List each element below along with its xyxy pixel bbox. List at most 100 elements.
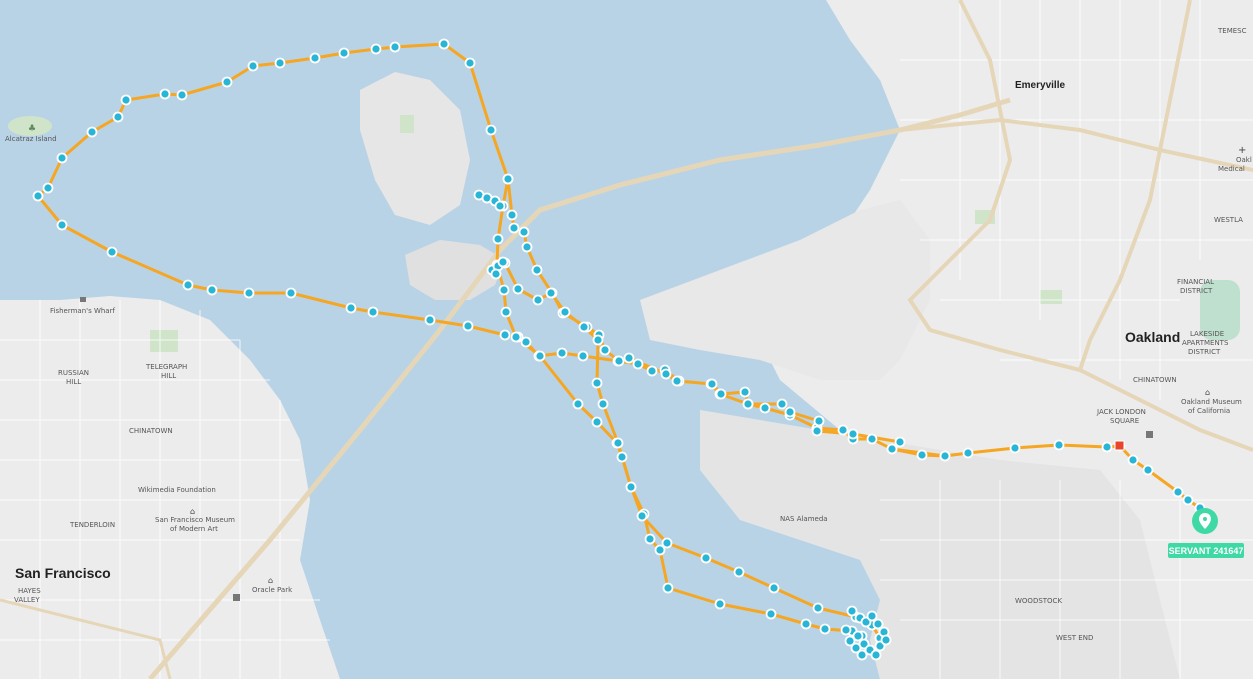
- track-point[interactable]: [534, 350, 546, 362]
- track-point[interactable]: [812, 602, 824, 614]
- track-point[interactable]: [759, 402, 771, 414]
- track-point[interactable]: [532, 294, 544, 306]
- track-point[interactable]: [613, 355, 625, 367]
- track-point[interactable]: [819, 623, 831, 635]
- track-point[interactable]: [309, 52, 321, 64]
- track-point[interactable]: [485, 124, 497, 136]
- track-point[interactable]: [1127, 454, 1139, 466]
- track-point[interactable]: [715, 388, 727, 400]
- track-point[interactable]: [768, 582, 780, 594]
- track-point[interactable]: [784, 406, 796, 418]
- track-point[interactable]: [714, 598, 726, 610]
- track-point[interactable]: [56, 152, 68, 164]
- track-point[interactable]: [739, 386, 751, 398]
- track-point[interactable]: [837, 424, 849, 436]
- track-point[interactable]: [646, 365, 658, 377]
- track-point[interactable]: [56, 219, 68, 231]
- track-point[interactable]: [182, 279, 194, 291]
- track-point[interactable]: [1053, 439, 1065, 451]
- track-point[interactable]: [247, 60, 259, 72]
- track-point[interactable]: [506, 209, 518, 221]
- track-point[interactable]: [597, 398, 609, 410]
- track-point[interactable]: [870, 649, 882, 661]
- track-point[interactable]: [274, 57, 286, 69]
- track-point[interactable]: [578, 321, 590, 333]
- track-point[interactable]: [850, 642, 862, 654]
- track-point[interactable]: [632, 358, 644, 370]
- track-point[interactable]: [370, 43, 382, 55]
- track-point[interactable]: [518, 226, 530, 238]
- track-point[interactable]: [866, 610, 878, 622]
- track-point[interactable]: [464, 57, 476, 69]
- track-point[interactable]: [285, 287, 297, 299]
- vessel-badge[interactable]: SERVANT 241647: [1168, 543, 1244, 558]
- track-point[interactable]: [894, 436, 906, 448]
- track-point[interactable]: [660, 368, 672, 380]
- track-point[interactable]: [176, 89, 188, 101]
- track-point[interactable]: [1009, 442, 1021, 454]
- track-point[interactable]: [572, 398, 584, 410]
- track-point[interactable]: [494, 200, 506, 212]
- track-point[interactable]: [644, 533, 656, 545]
- track-point[interactable]: [856, 649, 868, 661]
- track-point[interactable]: [424, 314, 436, 326]
- track-point[interactable]: [813, 415, 825, 427]
- track-point[interactable]: [112, 111, 124, 123]
- track-point[interactable]: [577, 350, 589, 362]
- track-point[interactable]: [32, 190, 44, 202]
- track-point[interactable]: [367, 306, 379, 318]
- track-point[interactable]: [840, 624, 852, 636]
- track-point[interactable]: [846, 605, 858, 617]
- track-point[interactable]: [221, 76, 233, 88]
- track-point[interactable]: [42, 182, 54, 194]
- track-point[interactable]: [866, 433, 878, 445]
- track-point[interactable]: [800, 618, 812, 630]
- track-point[interactable]: [654, 544, 666, 556]
- track-point[interactable]: [502, 173, 514, 185]
- track-point[interactable]: [106, 246, 118, 258]
- track-point[interactable]: [852, 630, 864, 642]
- track-point[interactable]: [616, 451, 628, 463]
- vessel-marker[interactable]: [1192, 508, 1218, 534]
- track-point[interactable]: [159, 88, 171, 100]
- track-point[interactable]: [962, 447, 974, 459]
- track-point[interactable]: [612, 437, 624, 449]
- track-point[interactable]: [662, 582, 674, 594]
- track-point[interactable]: [559, 306, 571, 318]
- track-point[interactable]: [531, 264, 543, 276]
- track-point[interactable]: [776, 398, 788, 410]
- track-point[interactable]: [345, 302, 357, 314]
- track-point[interactable]: [886, 443, 898, 455]
- track-point[interactable]: [847, 428, 859, 440]
- track-point[interactable]: [661, 537, 673, 549]
- track-point[interactable]: [512, 283, 524, 295]
- track-point[interactable]: [338, 47, 350, 59]
- track-point[interactable]: [508, 222, 520, 234]
- track-point[interactable]: [510, 331, 522, 343]
- track-point[interactable]: [521, 241, 533, 253]
- track-point[interactable]: [939, 450, 951, 462]
- track-point[interactable]: [545, 287, 557, 299]
- track-point[interactable]: [1182, 494, 1194, 506]
- track-point[interactable]: [671, 375, 683, 387]
- track-point[interactable]: [206, 284, 218, 296]
- track-point[interactable]: [438, 38, 450, 50]
- track-point[interactable]: [1142, 464, 1154, 476]
- track-point[interactable]: [497, 256, 509, 268]
- track-point[interactable]: [700, 552, 712, 564]
- track-point[interactable]: [880, 634, 892, 646]
- track-point[interactable]: [499, 329, 511, 341]
- track-point[interactable]: [742, 398, 754, 410]
- track-point[interactable]: [462, 320, 474, 332]
- track-point[interactable]: [520, 336, 532, 348]
- track-end-marker[interactable]: [1114, 440, 1125, 451]
- track-point[interactable]: [706, 378, 718, 390]
- track-point[interactable]: [556, 347, 568, 359]
- track-point[interactable]: [243, 287, 255, 299]
- track-point[interactable]: [498, 284, 510, 296]
- track-point[interactable]: [86, 126, 98, 138]
- track-point[interactable]: [591, 377, 603, 389]
- track-point[interactable]: [811, 425, 823, 437]
